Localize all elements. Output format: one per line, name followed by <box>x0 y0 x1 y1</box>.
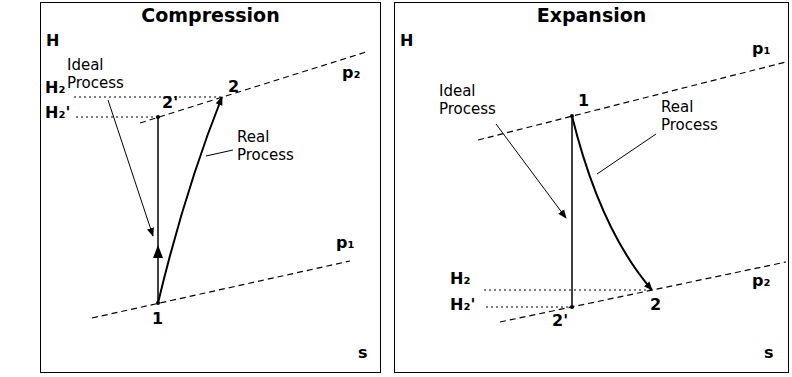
state-point <box>570 114 574 118</box>
leader-line <box>206 150 233 156</box>
callout-text: Real Process <box>236 128 312 164</box>
enthalpy-level <box>486 307 572 308</box>
state-point <box>156 115 160 119</box>
enthalpy-level <box>76 117 158 118</box>
leader-line <box>597 134 656 174</box>
leader-line <box>108 100 153 236</box>
leader-line <box>496 124 566 218</box>
pressure-label: p₁ <box>336 234 354 252</box>
state-number: 2 <box>650 296 661 314</box>
enthalpy-label: H₂ <box>450 270 470 288</box>
direction-arrow <box>153 245 163 258</box>
chart-panel: Expansion <box>394 2 789 373</box>
enthalpy-level <box>484 290 652 291</box>
pressure-label: p₂ <box>342 64 360 82</box>
real-process-curve <box>158 97 222 303</box>
real-process-curve <box>572 116 652 290</box>
state-number: 1 <box>152 310 163 328</box>
enthalpy-label: H₂' <box>450 296 475 314</box>
callout-text: Ideal Process <box>66 56 142 92</box>
callout-text: Real Process <box>660 98 736 134</box>
isobar-p2 <box>140 52 366 123</box>
panel-title: Expansion <box>534 4 650 26</box>
state-point <box>570 305 574 309</box>
state-number: 2' <box>162 94 178 112</box>
axis-label: H <box>46 32 59 50</box>
isobar-p1 <box>92 261 350 318</box>
panel-title: Compression <box>138 4 282 26</box>
state-number: 2' <box>552 312 568 330</box>
pressure-label: p₁ <box>752 40 770 58</box>
pressure-label: p₂ <box>752 272 770 290</box>
enthalpy-label: H₂' <box>45 104 70 122</box>
state-point <box>156 301 160 305</box>
state-number: 2 <box>228 78 239 96</box>
axis-label: s <box>358 344 368 362</box>
axis-label: H <box>400 32 413 50</box>
isobar-p1 <box>478 62 786 140</box>
axis-label: s <box>764 344 774 362</box>
enthalpy-label: H₂ <box>45 79 65 97</box>
isobar-p2 <box>500 262 786 322</box>
state-number: 1 <box>578 92 589 110</box>
ideal-process-line <box>157 117 159 303</box>
enthalpy-level <box>74 97 222 98</box>
callout-text: Ideal Process <box>438 82 514 118</box>
ideal-process-line <box>571 116 573 307</box>
